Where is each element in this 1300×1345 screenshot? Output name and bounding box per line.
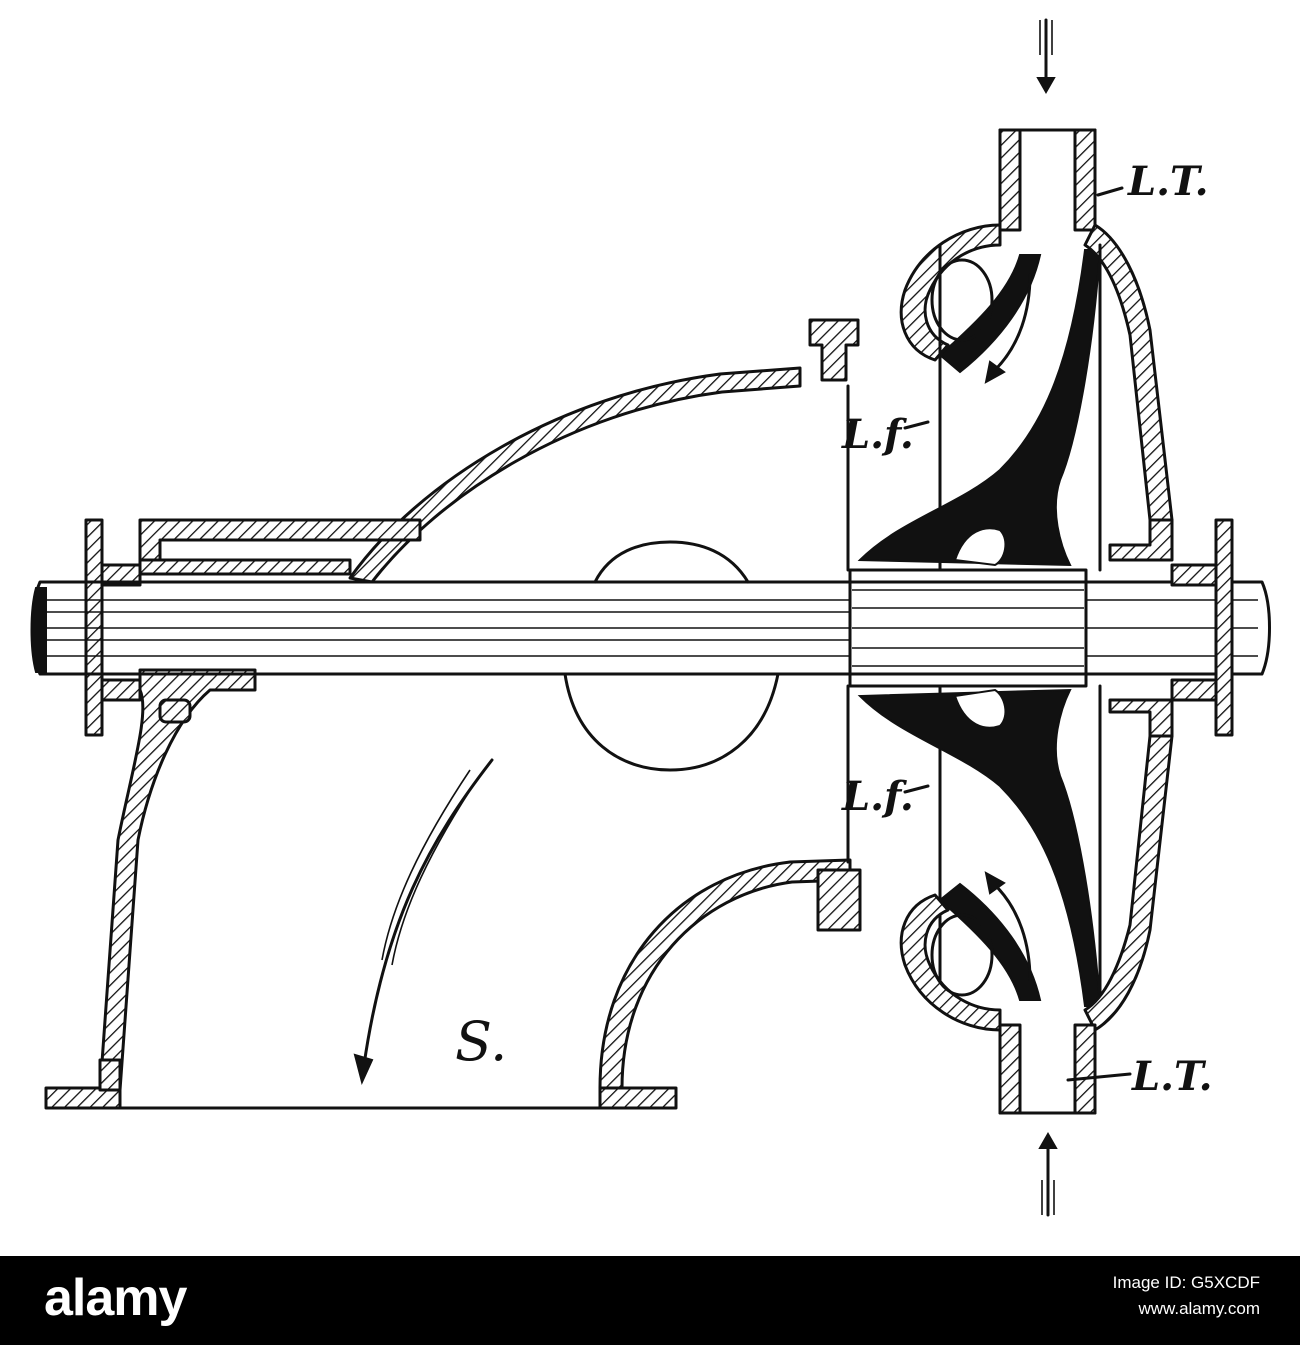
label-bottom-right: L.T.: [1131, 1053, 1213, 1100]
turbine-cross-section-drawing: L.T. L.f. L.f. L.T. S.: [30, 18, 1271, 1217]
image-metadata: Image ID: G5XCDF www.alamy.com: [1113, 1270, 1260, 1322]
label-upper-mid: L.f.: [841, 411, 914, 458]
watermark-footer: alamy Image ID: G5XCDF www.alamy.com: [0, 1256, 1300, 1345]
label-outlet: S.: [455, 1010, 507, 1073]
site-url: www.alamy.com: [1138, 1299, 1260, 1318]
draft-tube-casing: [44, 318, 862, 1110]
spiral-casing: [846, 18, 1234, 1217]
image-id: Image ID: G5XCDF: [1112, 1273, 1260, 1292]
brand-logo: alamy: [44, 1269, 187, 1327]
turbine-shaft: [30, 568, 1271, 688]
diagram-svg: L.T. L.f. L.f. L.T. S.: [30, 18, 1271, 1217]
label-top-right: L.T.: [1127, 158, 1209, 205]
label-lower-mid: L.f.: [841, 773, 914, 820]
